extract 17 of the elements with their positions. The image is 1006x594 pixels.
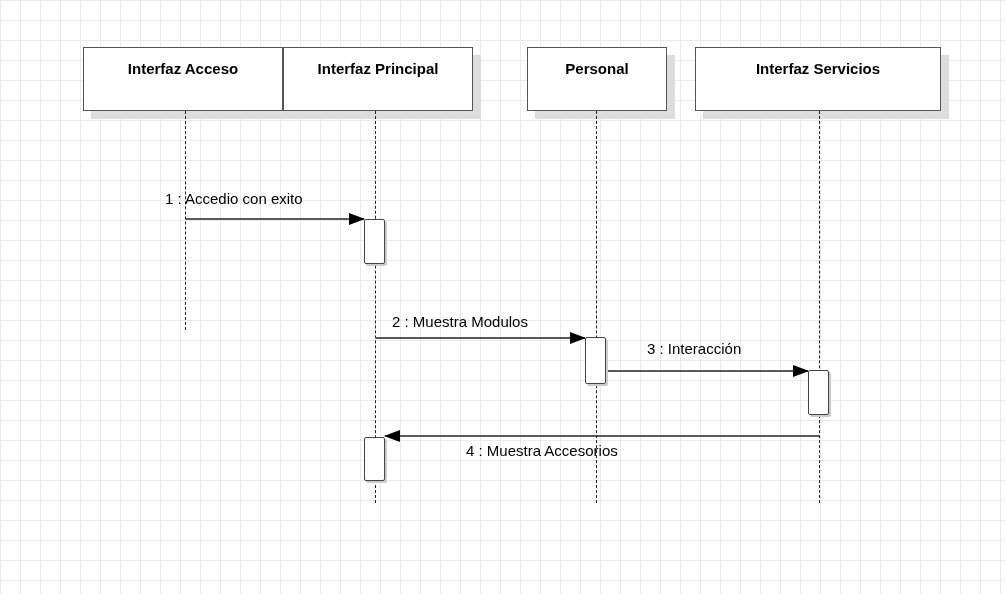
participant-name: Interfaz Acceso xyxy=(126,60,240,77)
message-label: 2 : Muestra Modulos xyxy=(392,313,528,330)
message-arrow xyxy=(605,365,809,377)
message-label: 3 : Interacción xyxy=(647,340,742,357)
message-arrow xyxy=(375,332,586,344)
activation-bar xyxy=(585,337,606,384)
activation-bar xyxy=(808,370,829,415)
activation-bar xyxy=(364,437,385,481)
message-arrow xyxy=(384,430,820,442)
participant-name: Interfaz Servicios xyxy=(754,60,882,77)
participant-name: Interfaz Principal xyxy=(316,60,440,77)
participant-name: Personal xyxy=(564,60,630,77)
activation-bar xyxy=(364,219,385,264)
message-label: 1 : Accedio con exito xyxy=(165,190,303,207)
message-label: 4 : Muestra Accesorios xyxy=(466,442,618,459)
lifeline xyxy=(185,111,186,330)
message-arrow xyxy=(185,213,365,225)
